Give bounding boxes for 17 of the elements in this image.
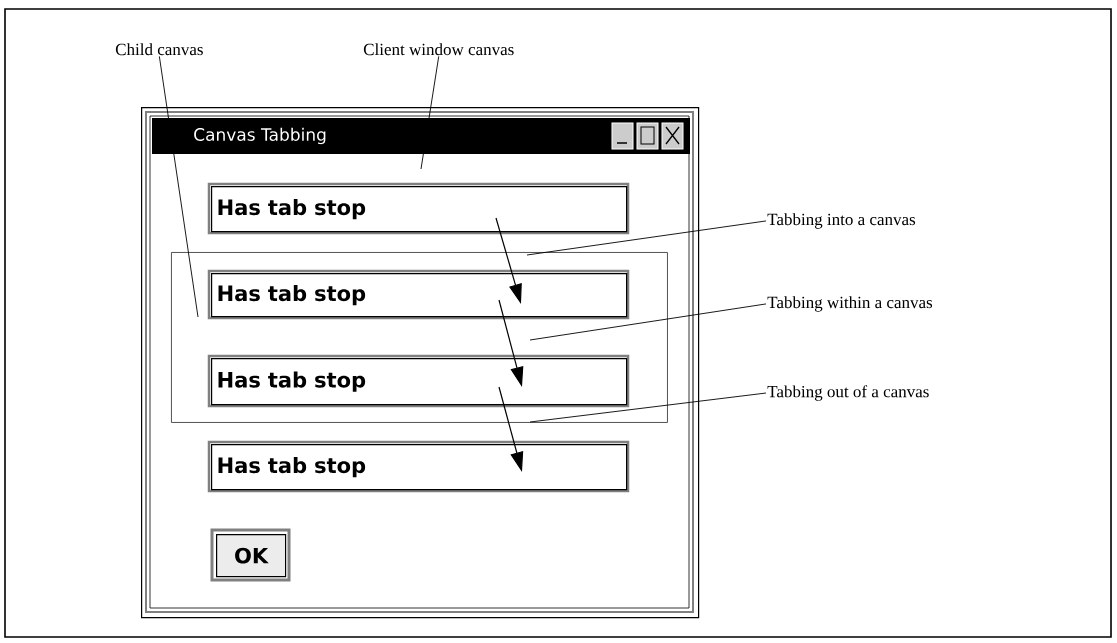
leader-line (529, 303, 767, 341)
callout-label: Child canvas (115, 43, 203, 56)
callout-label: Tabbing into a canvas (767, 213, 916, 229)
leader-line (529, 392, 767, 423)
callout-label: Tabbing out of a canvas (767, 385, 929, 401)
text-field: Has tab stop (207, 354, 630, 408)
leader-line (158, 55, 199, 318)
leader-line (420, 55, 440, 170)
title-bar: Canvas Tabbing (152, 118, 690, 154)
child-canvas-box (171, 252, 668, 423)
callout-label: Client window canvas (363, 43, 514, 56)
text-field: Has tab stop (207, 269, 630, 320)
ok-button: OK (210, 528, 291, 582)
text-field: Has tab stop (207, 440, 630, 493)
leader-line (526, 220, 767, 256)
text-field: Has tab stop (207, 182, 630, 235)
callout-label: Tabbing within a canvas (767, 296, 933, 312)
